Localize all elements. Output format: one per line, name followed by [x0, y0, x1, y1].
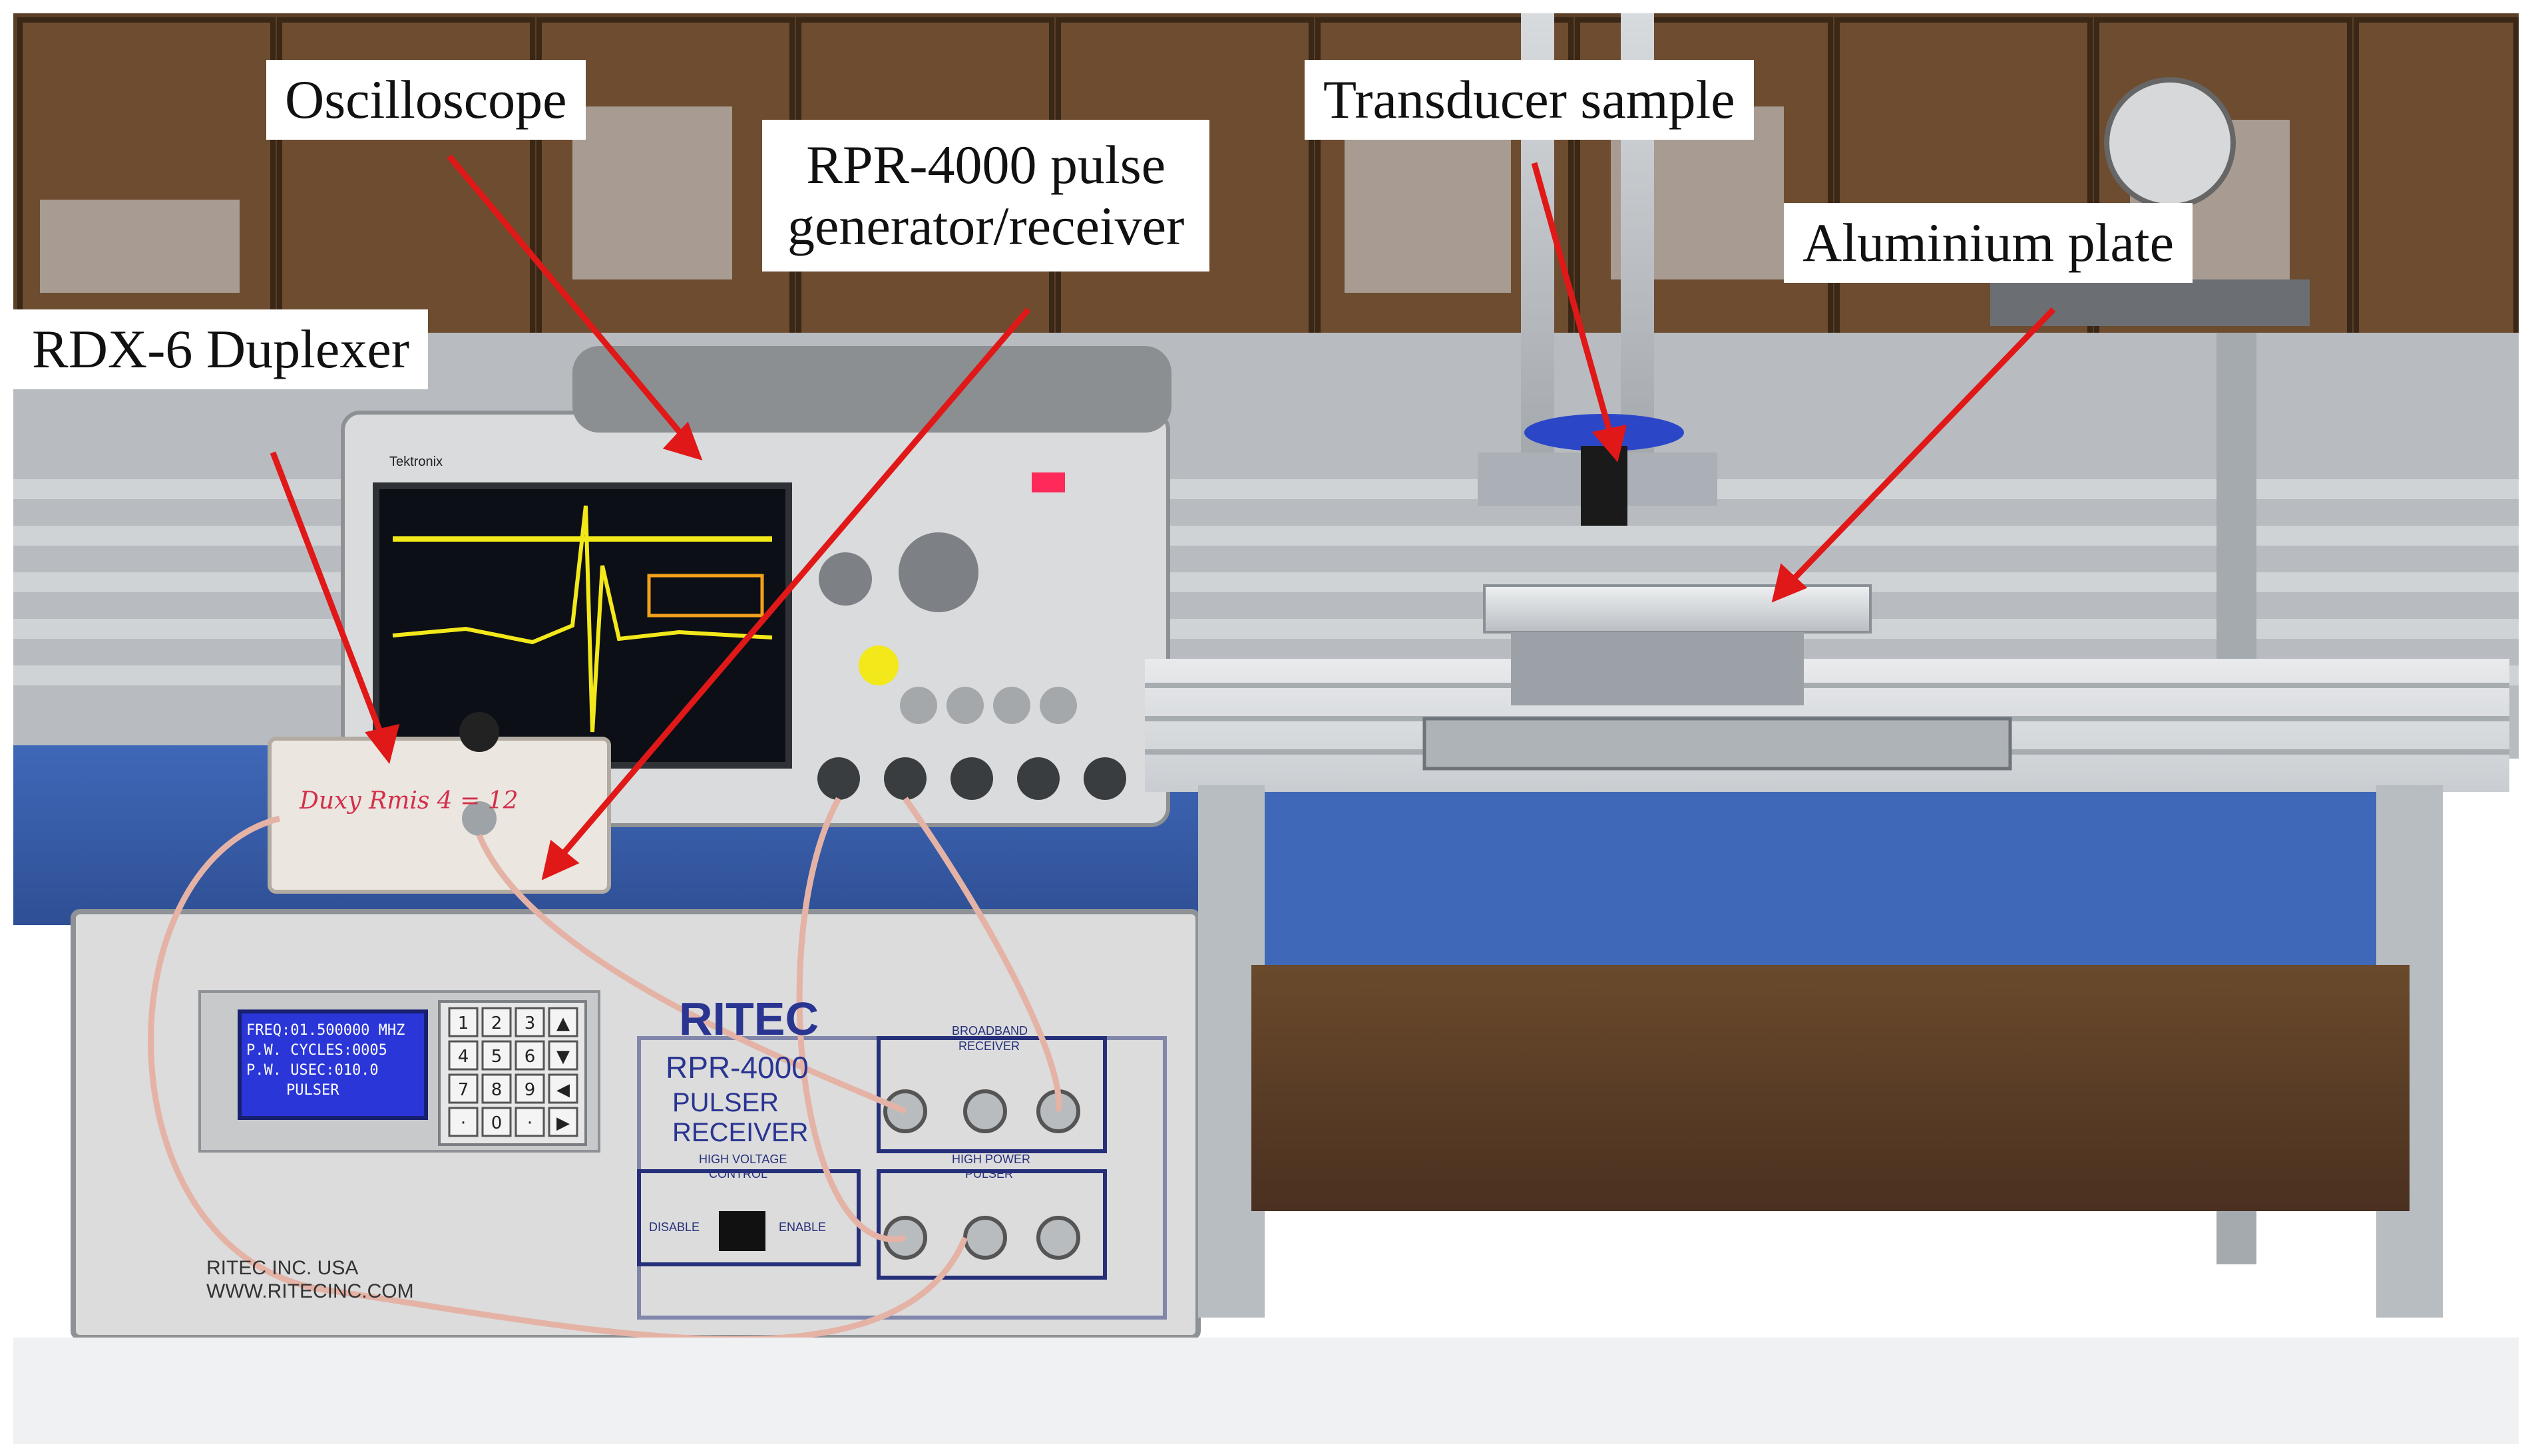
label-pulse-generator-line2: generator/receiver [787, 195, 1185, 256]
label-transducer: Transducer sample [1305, 60, 1754, 140]
keypad-key [481, 1007, 512, 1037]
keypad-key [515, 1040, 545, 1071]
ritec-logo: RITEC [679, 993, 819, 1045]
blue-under-table [1265, 792, 2376, 965]
annotation-arrows [270, 154, 2056, 880]
hv-heading-2: CONTROL [709, 1167, 767, 1181]
keypad-key-label: · [461, 1113, 466, 1133]
lcd-line-4: PULSER [286, 1082, 339, 1099]
keypad-key [481, 1107, 512, 1137]
keypad-key-label: ◀ [556, 1080, 570, 1100]
oscilloscope-unit [341, 346, 1171, 827]
lcd-line-1: FREQ:01.500000 MHZ [246, 1022, 405, 1039]
keypad-key [481, 1040, 512, 1071]
cables [148, 797, 1062, 1343]
extrusion-rail [1422, 717, 2012, 771]
keypad-key-label: 8 [491, 1080, 503, 1100]
scope-brand-text: Tektronix [389, 455, 443, 469]
keypad-key-label: 0 [491, 1113, 503, 1133]
keypad-key [448, 1007, 479, 1037]
rack-pulser-text: PULSER [672, 1088, 779, 1117]
duplexer-handwriting: Duxy Rmis 4 = 12 [299, 787, 519, 815]
scope-bnc-connectors [817, 757, 1126, 800]
keypad-key-label: 1 [458, 1013, 469, 1033]
label-oscilloscope: Oscilloscope [266, 60, 586, 140]
broadband-heading-2: RECEIVER [958, 1039, 1020, 1053]
keypad-key [481, 1073, 512, 1104]
wooden-shelf [1251, 965, 2410, 1211]
keypad-key-label: 6 [525, 1047, 536, 1067]
rack-footer-web: WWW.RITECINC.COM [206, 1280, 414, 1302]
keypad-key-label: ▼ [556, 1047, 570, 1067]
hv-disable-label: DISABLE [649, 1220, 700, 1234]
hv-enable-label: ENABLE [779, 1220, 826, 1234]
keypad-key-label: ▶ [556, 1113, 570, 1133]
keypad-key [515, 1073, 545, 1104]
label-pulse-generator-line1: RPR-4000 pulse [806, 134, 1166, 195]
broadband-heading: BROADBAND [952, 1024, 1028, 1037]
high-power-heading: HIGH POWER [952, 1153, 1030, 1166]
rack-footer-company: RITEC INC. USA [206, 1257, 358, 1279]
duplexer-box [268, 712, 611, 894]
keypad-key [515, 1007, 545, 1037]
hv-heading: HIGH VOLTAGE [699, 1153, 787, 1166]
high-power-heading-2: PULSER [965, 1167, 1013, 1181]
keypad-key-label: 5 [491, 1047, 503, 1067]
keypad-key [548, 1007, 578, 1037]
rack-receiver-text: RECEIVER [672, 1118, 809, 1147]
label-duplexer: RDX-6 Duplexer [13, 309, 429, 389]
keypad-key-label: 3 [525, 1013, 536, 1033]
floor [13, 1338, 2519, 1444]
lamp-arm [1990, 279, 2310, 326]
keypad-key [515, 1107, 545, 1137]
aluminium-plate-shape [1483, 584, 1872, 634]
keypad-key-label: 2 [491, 1013, 503, 1033]
transducer-body [1581, 446, 1627, 526]
keypad-key [548, 1040, 578, 1071]
keypad-key-label: 9 [525, 1080, 536, 1100]
lamp [2104, 77, 2236, 209]
rack-keypad: 1 2 3 ▲ 4 5 6 ▼ 7 8 9 ◀ · 0 · ▶ [448, 1007, 578, 1137]
keypad-key-label: 4 [458, 1047, 469, 1067]
plate-stand [1511, 632, 1804, 705]
keypad-key [448, 1107, 479, 1137]
label-aluminium-plate: Aluminium plate [1784, 203, 2193, 283]
lcd-line-3: P.W. USEC:010.0 [246, 1062, 379, 1079]
keypad-key-label: · [527, 1113, 532, 1133]
keypad-key [448, 1073, 479, 1104]
keypad-key [548, 1107, 578, 1137]
keypad-key [448, 1040, 479, 1071]
rack-model-text: RPR-4000 [666, 1050, 809, 1085]
label-pulse-generator: RPR-4000 pulse generator/receiver [762, 120, 1210, 272]
keypad-key [548, 1073, 578, 1104]
keypad-key-label: ▲ [556, 1013, 570, 1033]
keypad-key-label: 7 [458, 1080, 469, 1100]
lcd-line-2: P.W. CYCLES:0005 [246, 1042, 387, 1059]
